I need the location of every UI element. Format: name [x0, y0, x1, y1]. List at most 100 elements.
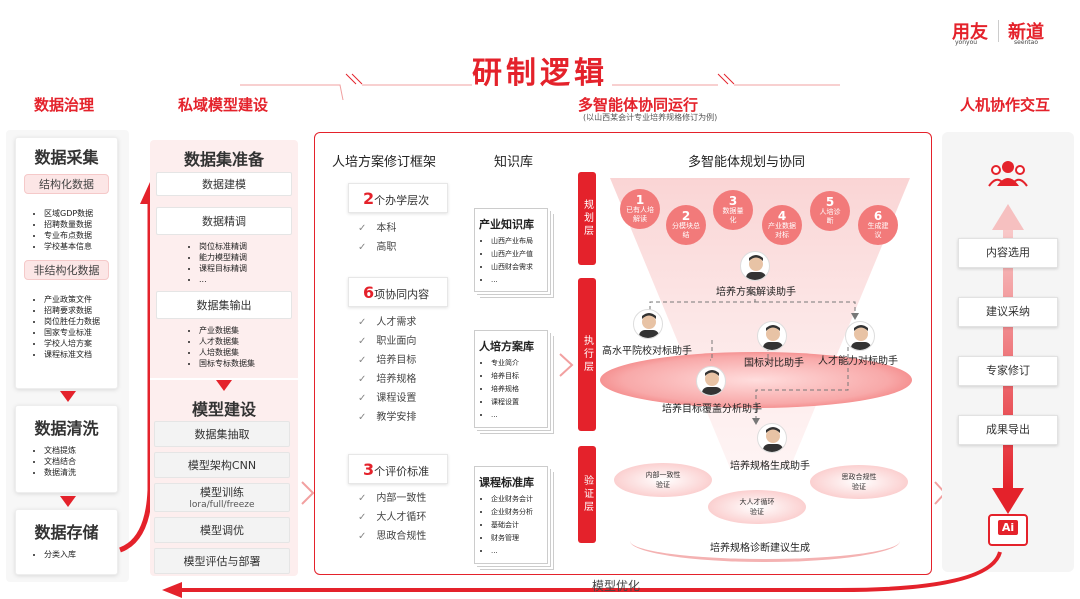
list-item: 招聘数量数据: [44, 219, 117, 230]
check-icon: ✓: [358, 512, 367, 523]
list-item: 课程设置: [491, 396, 543, 409]
hci-item-adopt-suggestion[interactable]: 建议采纳: [958, 297, 1058, 327]
dataset-output-box: 数据集输出: [156, 291, 292, 319]
data-tuning-box: 数据精调: [156, 207, 292, 235]
kb-doc-title: 课程标准库: [479, 476, 534, 489]
list-item: 能力模型精调: [199, 252, 247, 263]
framework-g2-label: 项协同内容: [374, 288, 430, 301]
kb-doc-industry: 产业知识库 山西产业布局 山西产业产值 山西财会需求 ...: [474, 208, 548, 292]
agent-a6-label: 培养规格生成助手: [730, 461, 810, 472]
list-item: 岗位胜任力数据: [44, 316, 117, 327]
agent-a2-label: 高水平院校对标助手: [602, 346, 692, 357]
layer-execution: 执行层: [578, 278, 596, 431]
data-clean-card: 数据清洗 文档提炼 文档结合 数据清洗: [15, 405, 118, 493]
list-item: 培养规格: [491, 383, 543, 396]
seentao-sub: seentao: [1014, 39, 1039, 46]
framework-g3-num: 3: [363, 460, 375, 479]
list-item: ...: [491, 409, 543, 422]
verify-consistency: 内部一致性验证: [614, 463, 712, 497]
hci-item-export[interactable]: 成果导出: [958, 415, 1058, 445]
list-item: 区域GDP数据: [44, 208, 117, 219]
data-tuning-list: 岗位标准精调 能力模型精调 课程目标精调 ...: [185, 241, 247, 285]
list-item: ...: [199, 274, 247, 285]
col-header-private-model: 私域模型建设: [178, 96, 269, 114]
planning-title: 多智能体规划与协同: [688, 155, 806, 170]
list-item: ✓本科: [358, 223, 397, 234]
arrow-down-icon: [60, 391, 76, 402]
list-item: 产业数据集: [199, 325, 255, 336]
agent-avatar-icon: [633, 309, 663, 339]
hci-column: 内容选用 建议采纳 专家修订 成果导出 Ai: [942, 132, 1074, 572]
framework-group-3-list: ✓内部一致性 ✓大人才循环 ✓思政合规性: [358, 489, 426, 546]
list-item: ✓高职: [358, 242, 397, 253]
list-item: 文档结合: [44, 456, 117, 467]
col-header-hci: 人机协作交互: [960, 96, 1051, 114]
col-header-multi-agent: 多智能体协同运行: [578, 96, 699, 114]
hci-item-expert-revision[interactable]: 专家修订: [958, 356, 1058, 386]
framework-group-1-header: 2个办学层次: [348, 183, 448, 213]
feedback-arrow-icon: [162, 551, 1002, 598]
agent-avatar-icon: [757, 423, 787, 453]
list-item: 文档提炼: [44, 445, 117, 456]
model-step-2: 模型架构CNN: [154, 452, 290, 478]
list-item: 课程目标精调: [199, 263, 247, 274]
kb-doc-title: 产业知识库: [479, 218, 534, 231]
list-item: 财务管理: [491, 532, 543, 545]
list-item: 岗位标准精调: [199, 241, 247, 252]
col-header-multi-agent-note: (以山西某会计专业培养规格修订为例): [583, 113, 718, 122]
col2-divider: [150, 378, 298, 380]
list-item: 学校人培方案: [44, 338, 117, 349]
kb-doc-list: 专业简介 培养目标 培养规格 课程设置 ...: [479, 357, 543, 422]
framework-title: 人培方案修订框架: [332, 155, 437, 170]
page-title: 研制逻辑: [472, 56, 608, 91]
kb-doc-list: 山西产业布局 山西产业产值 山西财会需求 ...: [479, 235, 543, 287]
agent-avatar-icon: [740, 251, 770, 281]
framework-group-1-list: ✓本科 ✓高职: [358, 219, 396, 257]
list-item: 产业政策文件: [44, 294, 117, 305]
verify-political: 思政合规性验证: [810, 465, 908, 499]
kb-doc-plan: 人培方案库 专业简介 培养目标 培养规格 课程设置 ...: [474, 330, 548, 428]
agent-a1-label: 培养方案解读助手: [716, 287, 796, 298]
list-item: 山西财会需求: [491, 261, 543, 274]
data-clean-list: 文档提炼 文档结合 数据清洗: [30, 445, 117, 478]
agent-a4-label: 人才能力对标助手: [818, 356, 898, 367]
data-clean-title: 数据清洗: [34, 419, 99, 438]
hci-item-content-select[interactable]: 内容选用: [958, 238, 1058, 268]
structured-data-label: 结构化数据: [24, 174, 109, 194]
framework-group-2-list: ✓人才需求 ✓职业面向 ✓培养目标 ✓培养规格 ✓课程设置 ✓教学安排: [358, 313, 416, 427]
arrow-down-icon: [60, 496, 76, 507]
ai-icon-label: Ai: [997, 520, 1019, 535]
framework-g3-label: 个评价标准: [374, 465, 430, 478]
model-step-5: 模型评估与部署: [154, 548, 290, 574]
framework-g2-num: 6: [363, 283, 375, 302]
team-icon: [988, 161, 1028, 187]
list-item: 招聘要求数据: [44, 305, 117, 316]
model-step-3: 模型训练 lora/full/freeze: [154, 483, 290, 512]
check-icon: ✓: [358, 336, 367, 347]
check-icon: ✓: [358, 531, 367, 542]
layer-verification: 验证层: [578, 446, 596, 543]
structured-data-list: 区域GDP数据 招聘数量数据 专业布点数据 学校基本信息: [30, 208, 117, 252]
kb-doc-title: 人培方案库: [479, 340, 534, 353]
list-item: 专业简介: [491, 357, 543, 370]
check-icon: ✓: [358, 374, 367, 385]
verify-output-label: 培养规格诊断建议生成: [710, 543, 810, 554]
brand-divider: [998, 20, 999, 42]
list-item: ✓思政合规性: [358, 531, 427, 542]
data-store-list: 分类入库: [30, 549, 117, 560]
seentao-logo: 新道: [1008, 22, 1044, 43]
list-item: ✓教学安排: [358, 412, 417, 423]
dataset-prep-title: 数据集准备: [183, 150, 264, 169]
arrow-down-icon: [216, 380, 232, 391]
layer-planning: 规划层: [578, 172, 596, 265]
list-item: ✓课程设置: [358, 393, 417, 404]
framework-g1-label: 个办学层次: [374, 194, 430, 207]
agent-a5-label: 培养目标覆盖分析助手: [662, 404, 762, 415]
agent-avatar-icon: [696, 366, 726, 396]
